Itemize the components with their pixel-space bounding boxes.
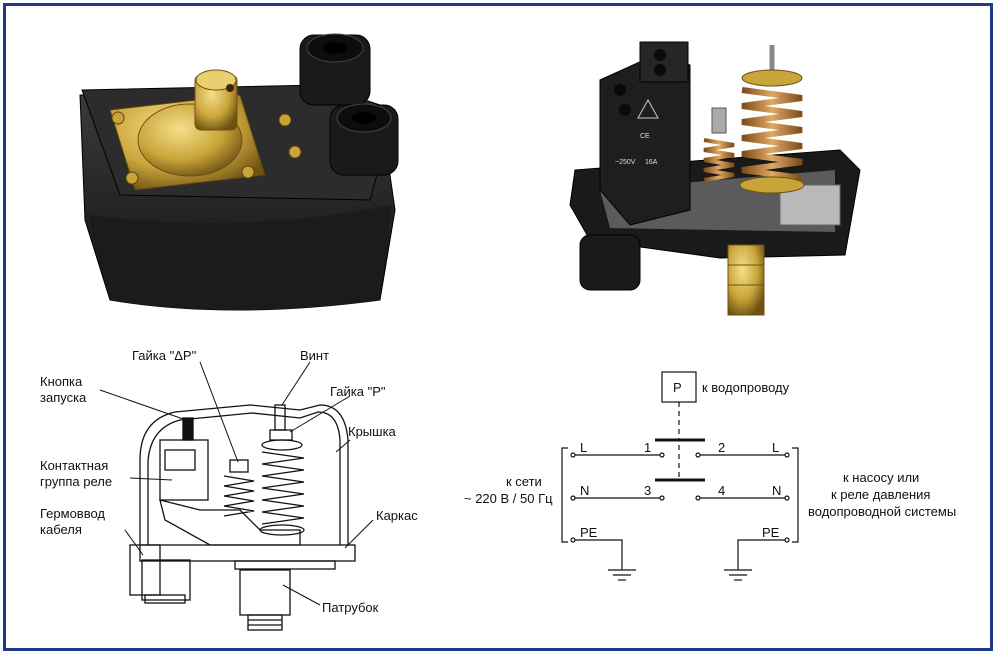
wiring-diagram-labels: P к водопроводу к сети ~ 220 В / 50 Гц к… (464, 380, 956, 540)
contact-number-1: 1 (644, 440, 651, 455)
current-mark: 16A (645, 159, 658, 166)
frame-base (139, 544, 356, 562)
label-cover: Крышка (348, 424, 397, 439)
label-to-pump-1: к насосу или (843, 470, 919, 485)
label-to-pump-2: к реле давления (831, 487, 930, 502)
pressure-switch-photo-closed (79, 33, 399, 311)
label-mains-2: ~ 220 В / 50 Гц (464, 491, 553, 506)
cable-gland (129, 544, 161, 596)
terminal-n-right: N (772, 483, 781, 498)
label-relay-1: Контактная (40, 458, 108, 473)
wire-pe-left (575, 539, 623, 570)
terminal-n-left: N (580, 483, 589, 498)
voltage-mark: ~250V (615, 159, 636, 166)
label-nozzle: Патрубок (322, 600, 379, 615)
leader-lines (99, 361, 374, 606)
terminal-pe-left: PE (580, 525, 598, 540)
label-to-water-supply: к водопроводу (702, 380, 790, 395)
label-mains-1: к сети (506, 474, 542, 489)
wire-pe-right (737, 539, 785, 570)
label-nut-dp: Гайка "ΔP" (132, 348, 197, 363)
label-relay-2: группа реле (40, 474, 112, 489)
pressure-switch-photo-open: CE ~250V 16A (569, 41, 861, 316)
pressure-box-label: P (673, 380, 682, 395)
label-to-pump-3: водопроводной системы (808, 504, 956, 519)
terminal-pe-right: PE (762, 525, 780, 540)
contact-number-4: 4 (718, 483, 725, 498)
start-button (182, 417, 194, 441)
label-screw: Винт (300, 348, 329, 363)
large-spring-drawing (261, 451, 305, 525)
terminal-l-right: L (772, 440, 779, 455)
ce-mark: CE (640, 133, 650, 140)
device-diagram (129, 404, 356, 631)
label-start-button-1: Кнопка (40, 374, 83, 389)
contact-number-2: 2 (718, 440, 725, 455)
device-diagram-labels: Гайка "ΔP" Винт Гайка "P" Кнопка запуска… (40, 348, 418, 615)
label-gland-2: кабеля (40, 522, 82, 537)
label-frame: Каркас (376, 508, 418, 523)
contact-number-3: 3 (644, 483, 651, 498)
wiring-diagram (561, 371, 799, 581)
large-spring (739, 45, 805, 194)
label-start-button-2: запуска (40, 390, 87, 405)
small-spring (703, 107, 735, 182)
nozzle (239, 569, 291, 616)
terminal-l-left: L (580, 440, 587, 455)
cover-outline (139, 404, 349, 545)
label-nut-p: Гайка "P" (330, 384, 386, 399)
label-gland-1: Гермоввод (40, 506, 105, 521)
